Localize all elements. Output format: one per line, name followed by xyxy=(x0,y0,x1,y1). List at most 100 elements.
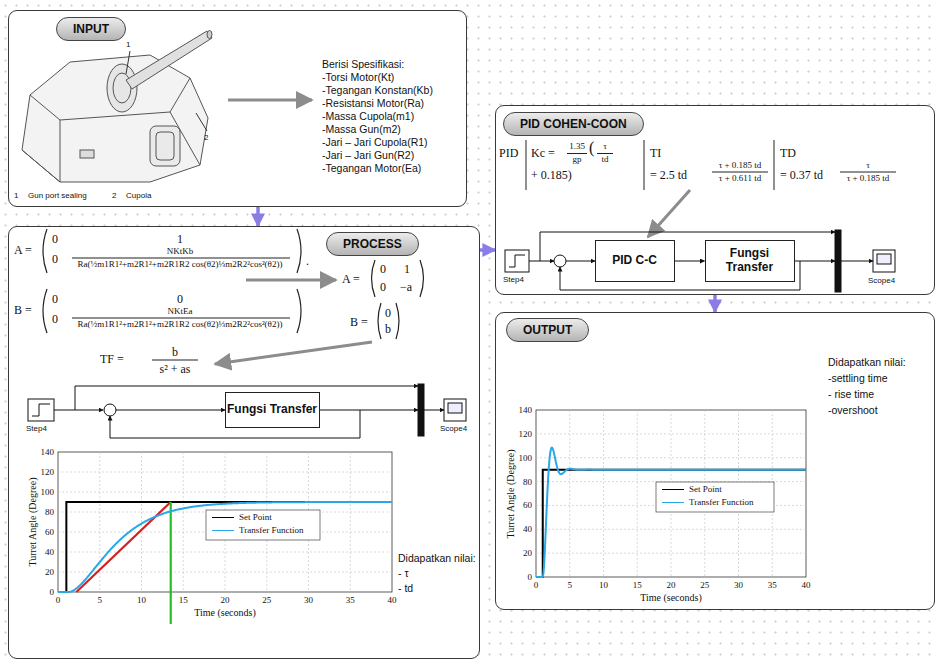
math-term: = 0.37 td xyxy=(780,168,823,183)
math-term: A = xyxy=(342,272,360,287)
axis-title: Time (seconds) xyxy=(194,607,256,618)
flow-arrow xyxy=(256,207,260,226)
math-term: s² + as xyxy=(159,362,190,377)
panel-ground xyxy=(495,312,935,610)
result-note: - rise time xyxy=(828,388,874,400)
tick-label: 5 xyxy=(568,580,573,590)
legend-line-sample xyxy=(212,530,234,531)
tick-label: 140 xyxy=(41,447,55,457)
block-label: Fungsi Transfer xyxy=(706,247,794,275)
tick-label: 20 xyxy=(523,548,532,558)
transfer-function-block: Fungsi Transfer xyxy=(705,240,795,282)
math-term: 1 xyxy=(177,232,183,247)
callout-label: 2 xyxy=(204,133,208,142)
legend-line-sample xyxy=(662,502,684,503)
math-term: ( xyxy=(589,139,594,157)
result-note: -overshoot xyxy=(828,404,878,416)
math-term: τ xyxy=(866,160,870,170)
spec-item: -Massa Cupola(m1) xyxy=(322,110,414,122)
tick-label: 20 xyxy=(221,595,230,605)
math-term: TD xyxy=(780,146,796,161)
spec-item: -Torsi Motor(Kt) xyxy=(322,71,394,83)
result-note: - τ xyxy=(398,567,409,579)
legend-item: Set Point xyxy=(212,513,272,523)
block-label: PID C-C xyxy=(612,254,657,268)
callout-label: 1 xyxy=(14,191,18,200)
block-name: Step4 xyxy=(26,424,47,433)
simulink-wiring xyxy=(28,384,466,438)
gray-arrow xyxy=(246,279,336,282)
tick-label: 20 xyxy=(667,580,676,590)
tick-label: 30 xyxy=(304,595,313,605)
spec-item: Berisi Spesifikasi: xyxy=(322,58,404,70)
legend-text: Transfer Function xyxy=(239,525,303,535)
math-term: 0 xyxy=(380,262,386,277)
tick-label: 5 xyxy=(98,595,103,605)
legend-line-sample xyxy=(212,517,234,518)
callout-label: Gun port sealing xyxy=(28,191,87,200)
math-term: + 0.185) xyxy=(531,168,572,183)
math-term: τ xyxy=(603,141,607,151)
math-term: 0 xyxy=(52,232,58,247)
legend-item: Transfer Function xyxy=(662,498,753,508)
matrix-brackets xyxy=(43,229,424,360)
math-term: gp xyxy=(573,154,582,164)
tick-label: 15 xyxy=(633,580,642,590)
tick-label: 0 xyxy=(56,595,61,605)
result-note: -settling time xyxy=(828,372,888,384)
math-term: Ra(½m1R1²+m2R1²+m2R1R2 cos(θ2)⅓m2R2²cos²… xyxy=(78,259,283,269)
spec-item: -Tegangan Konstan(Kb) xyxy=(322,84,433,96)
panel-title: OUTPUT xyxy=(506,318,589,342)
tick-label: 10 xyxy=(599,580,608,590)
panel-ground xyxy=(495,105,935,295)
math-term: NKtEa xyxy=(168,306,193,316)
tick-label: 0 xyxy=(528,572,533,582)
legend-text: Set Point xyxy=(239,512,272,522)
tick-label: 20 xyxy=(45,567,54,577)
math-term: TI xyxy=(650,146,661,161)
callout-label: Cupola xyxy=(126,191,151,200)
simulink-wiring xyxy=(505,230,895,292)
spec-item: -Jari – Jari Gun(R2) xyxy=(322,149,414,161)
turret-illustration xyxy=(22,31,212,183)
tick-label: 60 xyxy=(523,500,532,510)
tick-label: 35 xyxy=(346,595,355,605)
tick-label: 0 xyxy=(534,580,539,590)
tick-label: 10 xyxy=(137,595,146,605)
tick-label: 40 xyxy=(388,595,397,605)
math-term: b xyxy=(172,345,178,360)
tick-label: 25 xyxy=(262,595,271,605)
math-term: = 2.5 td xyxy=(650,168,687,183)
math-term: td xyxy=(601,154,608,164)
gray-arrow xyxy=(228,99,312,102)
flow-arrow xyxy=(713,295,717,312)
math-term: b xyxy=(385,322,391,337)
signal-wire xyxy=(675,261,705,262)
legend-text: Set Point xyxy=(689,484,722,494)
math-term: Kc = xyxy=(531,146,555,161)
result-note: - td xyxy=(398,582,413,594)
math-term: PID xyxy=(499,146,518,161)
tick-label: 40 xyxy=(802,580,811,590)
panel-ground xyxy=(8,10,467,207)
math-term: 0 xyxy=(52,252,58,267)
math-term: 1.35 xyxy=(569,141,585,151)
tick-label: 120 xyxy=(519,429,533,439)
gray-arrow xyxy=(215,342,372,364)
legend-text: Transfer Function xyxy=(689,497,753,507)
result-note: Didapatkan nilai: xyxy=(398,552,476,564)
spec-item: -Tegangan Motor(Ea) xyxy=(322,162,421,174)
math-term: . xyxy=(306,254,309,269)
tick-label: 140 xyxy=(519,405,533,415)
tick-label: 40 xyxy=(523,524,532,534)
math-term: NKtKb xyxy=(167,246,194,256)
axis-title: Time (seconds) xyxy=(640,592,702,603)
math-term: τ + 0.611 td xyxy=(719,173,761,183)
block-name: Scope4 xyxy=(440,424,467,433)
block-label: Fungsi Transfer xyxy=(227,403,317,417)
result-note: Didapatkan nilai: xyxy=(828,356,906,368)
math-term: 0 xyxy=(52,292,58,307)
flow-arrow xyxy=(480,248,495,252)
math-term: τ + 0.185 td xyxy=(847,173,890,183)
panel-title: PID COHEN-COON xyxy=(503,112,644,136)
